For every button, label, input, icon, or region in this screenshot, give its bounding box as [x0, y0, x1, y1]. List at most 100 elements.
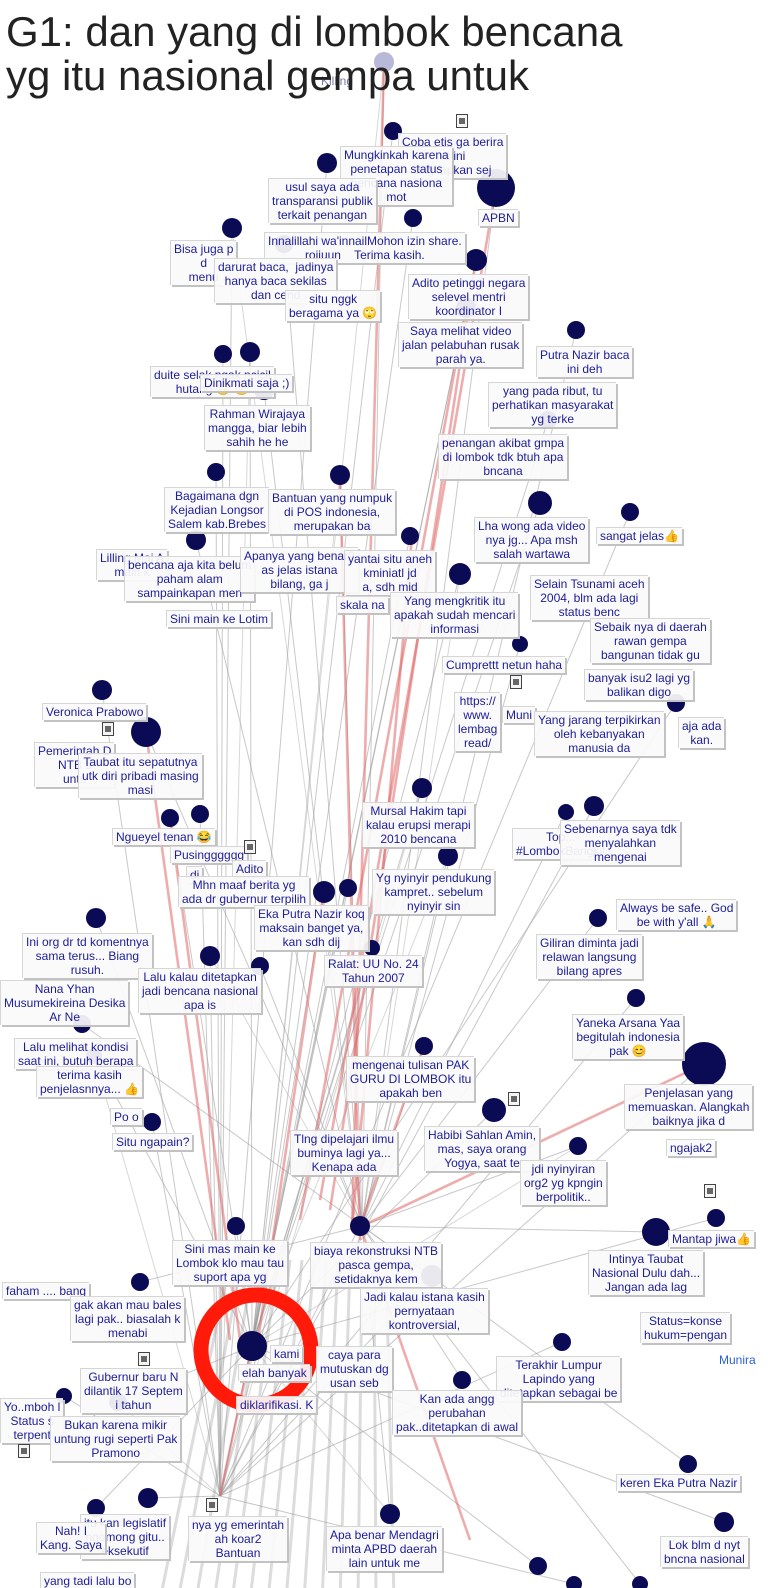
user-node[interactable]: [384, 122, 402, 140]
user-node[interactable]: [477, 169, 515, 207]
tweet-label[interactable]: Saya melihat video jalan pelabuhan rusak…: [398, 322, 523, 367]
tweet-label[interactable]: caya para mutuskan dg usan seb: [316, 1346, 392, 1391]
user-node[interactable]: [240, 342, 260, 362]
emoji-image-icon[interactable]: [138, 1352, 150, 1366]
user-node[interactable]: [529, 1557, 547, 1575]
tweet-label[interactable]: gak akan mau bales lagi pak.. biasalah k…: [70, 1296, 185, 1341]
user-node[interactable]: [632, 1576, 648, 1588]
tweet-label[interactable]: mengenai tulisan PAK GURU DI LOMBOK itu …: [346, 1056, 475, 1101]
user-node[interactable]: [438, 846, 458, 866]
profile-image-icon[interactable]: [244, 840, 256, 854]
user-node[interactable]: [401, 527, 419, 545]
tweet-label[interactable]: faham .... bang: [2, 1282, 90, 1299]
user-node[interactable]: [227, 1217, 245, 1235]
user-node[interactable]: [714, 1512, 734, 1532]
user-node[interactable]: [138, 1488, 158, 1508]
tweet-label[interactable]: Nah! I Kang. Saya: [36, 1522, 106, 1553]
tweet-label[interactable]: Kan ada angg perubahan pak..ditetapkan d…: [392, 1390, 522, 1435]
user-node[interactable]: [682, 1042, 726, 1086]
tweet-label[interactable]: Mantap jiwa👍: [668, 1230, 754, 1247]
user-node[interactable]: [317, 153, 337, 173]
tweet-label[interactable]: Habibi Sahlan Amin, mas, saya orang Yogy…: [424, 1126, 540, 1171]
tweet-label[interactable]: Lha wong ada video nya jg... Apa msh sal…: [474, 517, 589, 562]
tweet-label[interactable]: Dinikmati saja ;): [200, 374, 293, 391]
tweet-label[interactable]: Yang mengkritik itu apakah sudah mencari…: [390, 592, 519, 637]
tweet-label[interactable]: Apanya yang benar? as jelas istana bilan…: [240, 547, 358, 592]
user-node[interactable]: [131, 717, 161, 747]
tweet-label[interactable]: Sebenarnya saya tdk menyalahkan mengenai: [560, 820, 680, 865]
tweet-label[interactable]: Yang jarang terpikirkan oleh kebanyakan …: [534, 711, 664, 756]
tweet-label[interactable]: Bantuan yang numpuk di POS indonesia, me…: [268, 489, 396, 534]
tweet-label[interactable]: Nana Yhan Musumekireina Desika Ar Ne: [0, 980, 129, 1025]
tweet-label[interactable]: Sebaik nya di daerah rawan gempa banguna…: [590, 618, 710, 663]
tweet-label[interactable]: Po o: [110, 1108, 142, 1125]
user-node[interactable]: [186, 530, 206, 550]
tweet-label[interactable]: yang tadi lalu bo: [40, 1572, 135, 1588]
user-node[interactable]: [449, 563, 471, 585]
profile-image-icon[interactable]: [704, 1184, 716, 1198]
user-node[interactable]: [567, 321, 585, 339]
tweet-label[interactable]: Lalu melihat kondisi saat ini, butuh ber…: [14, 1038, 137, 1069]
profile-image-icon[interactable]: [508, 1092, 520, 1106]
user-node[interactable]: [584, 796, 604, 816]
tweet-label[interactable]: jdi nyinyiran org2 yg kpngin berpolitik.…: [520, 1160, 606, 1205]
tweet-label[interactable]: Putra Nazir baca ini deh: [536, 346, 633, 377]
tweet-label[interactable]: Penjelasan yang memuaskan. Alangkah baik…: [624, 1084, 753, 1129]
user-node[interactable]: [412, 778, 432, 798]
user-node[interactable]: [679, 1455, 697, 1473]
tweet-label[interactable]: Bagaimana dgn Kejadian Longsor Salem kab…: [164, 487, 270, 532]
user-node[interactable]: [131, 1273, 149, 1291]
tweet-label[interactable]: banyak isu2 lagi yg balikan digo: [584, 669, 694, 700]
tweet-label[interactable]: Adito petinggi negara selevel mentri koo…: [408, 274, 529, 319]
profile-image-icon[interactable]: [18, 1444, 30, 1458]
user-node[interactable]: [589, 909, 607, 927]
tweet-label[interactable]: skala na: [336, 596, 388, 613]
tweet-label[interactable]: terima kasih penjelasnnya... 👍: [36, 1066, 142, 1097]
tweet-label[interactable]: Cumprettt netun haha: [442, 656, 566, 673]
tweet-label[interactable]: Terakhir Lumpur Lapindo yang ditetapkan …: [496, 1356, 621, 1401]
tweet-label[interactable]: Gubernur baru N dilantik 17 Septem i tah…: [80, 1368, 186, 1413]
user-node[interactable]: [87, 1499, 105, 1517]
user-node[interactable]: [222, 218, 242, 238]
tweet-label[interactable]: keren Eka Putra Nazir: [616, 1474, 741, 1491]
tweet-label[interactable]: Intinya Taubat Nasional Dulu dah... Jang…: [588, 1250, 704, 1295]
tweet-label[interactable]: https:// www. lembag read/: [454, 692, 501, 751]
tweet-label[interactable]: Innalillahi wa'innailMohon izin share. r…: [264, 232, 465, 263]
tweet-label[interactable]: Mungkinkah karena penetapan status benca…: [340, 146, 452, 205]
profile-image-icon[interactable]: [206, 1498, 218, 1512]
tweet-label[interactable]: Apa benar Mendagri minta APBD daerah lai…: [326, 1526, 442, 1571]
user-node[interactable]: [313, 881, 335, 903]
tweet-label[interactable]: ngajak2: [666, 1139, 716, 1156]
tweet-label[interactable]: Muni: [502, 706, 536, 723]
user-node[interactable]: [207, 463, 225, 481]
user-node[interactable]: [191, 805, 209, 823]
user-node[interactable]: [339, 879, 357, 897]
tweet-label[interactable]: Ngueyel tenan 😂: [112, 828, 215, 845]
tweet-label[interactable]: Lok blm d nyt bncna nasional: [660, 1536, 748, 1567]
user-node[interactable]: [380, 1504, 400, 1524]
tweet-label[interactable]: itu kan legislatif ngomong gitu.. ekseku…: [80, 1514, 170, 1559]
tweet-label[interactable]: Ralat: UU No. 24 Tahun 2007: [324, 955, 422, 986]
tweet-label[interactable]: Giliran diminta jadi relawan langsung bi…: [536, 934, 642, 979]
user-node[interactable]: [350, 1216, 370, 1236]
user-node[interactable]: [707, 1209, 725, 1227]
tweet-label[interactable]: yang pada ribut, tu perhatikan masyaraka…: [488, 382, 617, 427]
tweet-label[interactable]: Killing: [321, 74, 354, 88]
tweet-label[interactable]: Eka Putra Nazir koq maksain banget ya, k…: [254, 905, 368, 950]
tweet-label[interactable]: Sini main ke Lotim: [166, 610, 272, 627]
user-node[interactable]: [200, 946, 220, 966]
tweet-label[interactable]: nya yg emerintah ah koar2 Bantuan: [188, 1516, 288, 1561]
user-node[interactable]: [330, 465, 350, 485]
user-node[interactable]: [404, 209, 422, 227]
user-node[interactable]: [86, 908, 106, 928]
user-node[interactable]: [512, 636, 528, 652]
tweet-label[interactable]: Lalu kalau ditetapkan jadi bencana nasio…: [138, 968, 262, 1013]
tweet-label[interactable]: bencana aja kita belum paham alam sampai…: [124, 556, 255, 601]
tweet-label[interactable]: Sini mas main ke Lombok klo mau tau supo…: [172, 1240, 288, 1285]
tweet-label[interactable]: aja ada kan.: [678, 717, 725, 748]
tweet-label[interactable]: Veronica Prabowo: [42, 703, 147, 720]
profile-image-icon[interactable]: [102, 722, 114, 736]
meme-image-icon[interactable]: [510, 675, 522, 689]
user-node[interactable]: [453, 1371, 471, 1389]
tweet-label[interactable]: yantai situ aneh kminiatl jd a, sdh mid: [344, 550, 436, 595]
